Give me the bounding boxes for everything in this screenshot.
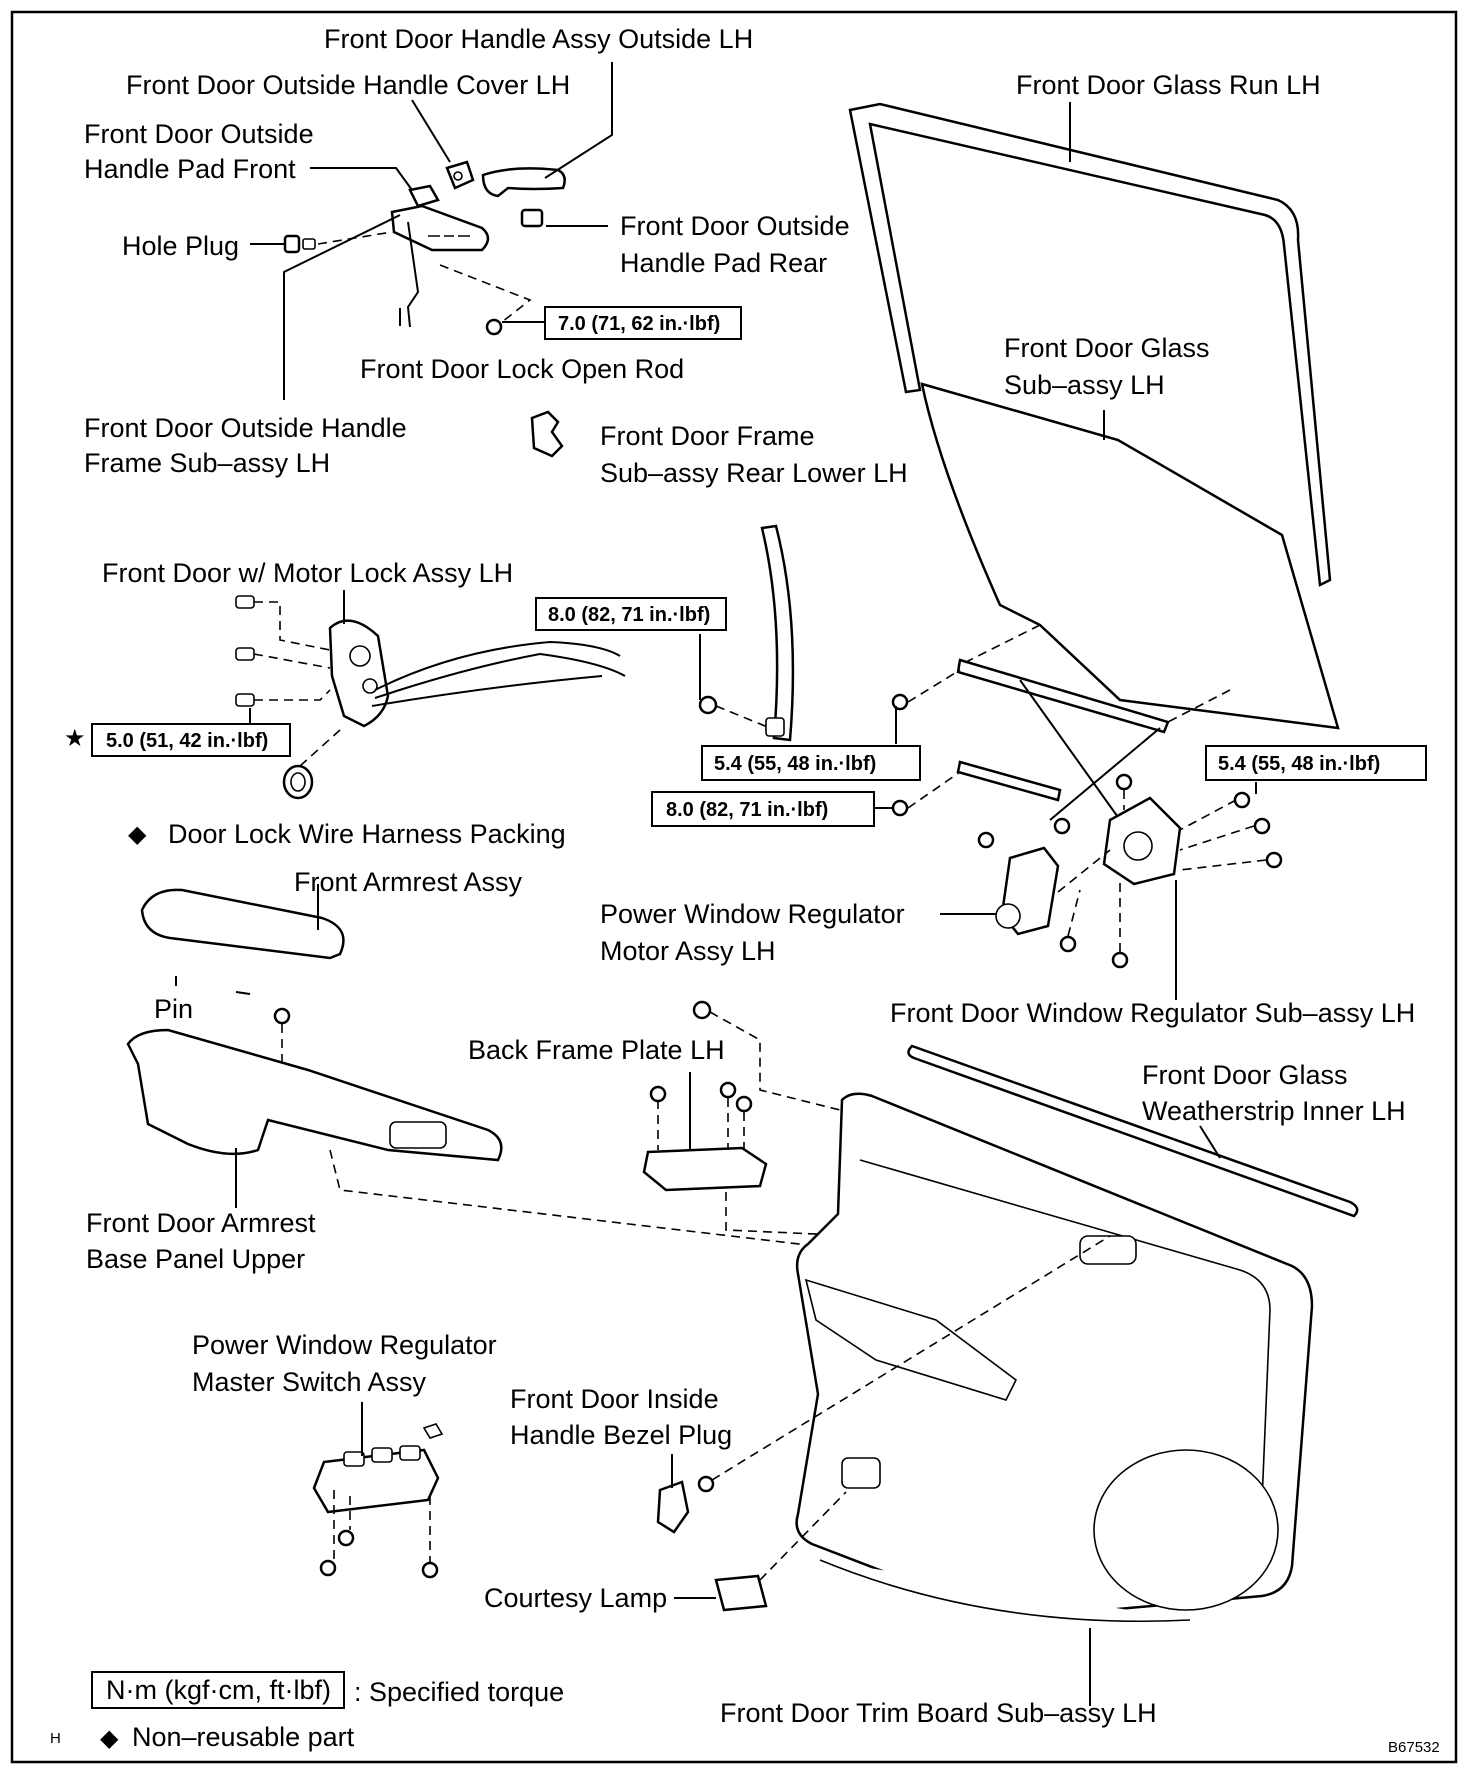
label-pad-rear-1: Front Door Outside <box>620 211 850 241</box>
outside-handle-part <box>481 167 566 198</box>
label-pw-motor-2: Motor Assy LH <box>600 936 776 966</box>
torque-box-8-0-upper: 8.0 (82, 71 in.·lbf) <box>535 597 727 631</box>
label-pad-front-1: Front Door Outside <box>84 119 314 149</box>
label-glass-2: Sub–assy LH <box>1004 370 1165 400</box>
label-regulator: Front Door Window Regulator Sub–assy LH <box>890 998 1415 1028</box>
label-master-switch-2: Master Switch Assy <box>192 1367 427 1397</box>
leader-weatherstrip <box>1199 1125 1221 1159</box>
label-bezel-plug-2: Handle Bezel Plug <box>510 1420 732 1450</box>
svg-text:8.0 (82, 71 in.·lbf): 8.0 (82, 71 in.·lbf) <box>548 604 710 626</box>
legend-corner-letter: H <box>50 1730 61 1747</box>
label-lock-rod: Front Door Lock Open Rod <box>360 354 684 384</box>
label-back-frame-plate: Back Frame Plate LH <box>468 1035 725 1065</box>
master-switch-group <box>312 1423 444 1579</box>
leader-handle-assy <box>544 62 613 179</box>
label-glass-1: Front Door Glass <box>1004 333 1210 363</box>
svg-text:8.0 (82, 71 in.·lbf): 8.0 (82, 71 in.·lbf) <box>666 799 828 821</box>
regulator-group <box>891 624 1283 969</box>
armrest-group <box>126 888 1021 1271</box>
handle-pad-front-part <box>408 184 440 208</box>
label-master-switch-1: Power Window Regulator <box>192 1330 497 1360</box>
legend-unit-desc: : Specified torque <box>354 1677 564 1707</box>
svg-text:7.0 (71, 62 in.·lbf): 7.0 (71, 62 in.·lbf) <box>558 313 720 335</box>
back-frame-plate-group <box>642 1000 951 1241</box>
label-trim-board: Front Door Trim Board Sub–assy LH <box>720 1698 1157 1728</box>
label-handle-cover: Front Door Outside Handle Cover LH <box>126 70 570 100</box>
label-bezel-plug-1: Front Door Inside <box>510 1384 719 1414</box>
torque-box-5-4-left: 5.4 (55, 48 in.·lbf) <box>701 745 921 781</box>
lock-open-rod-part <box>406 221 420 328</box>
label-armrest-base-2: Base Panel Upper <box>86 1244 305 1274</box>
label-harness-packing: Door Lock Wire Harness Packing <box>168 819 566 849</box>
glass-part <box>920 382 1340 730</box>
regulator-rail-upper <box>956 658 1170 734</box>
motor-lock-part <box>328 619 390 728</box>
weatherstrip-part <box>907 1044 1359 1218</box>
label-frame-rear-lower-2: Sub–assy Rear Lower LH <box>600 458 908 488</box>
regulator-rail-lower <box>956 760 1062 802</box>
outside-handle-group <box>283 160 566 336</box>
motor-lock-group <box>235 595 626 800</box>
label-weatherstrip-1: Front Door Glass <box>1142 1060 1348 1090</box>
courtesy-lamp-part <box>714 1574 768 1612</box>
label-handle-frame-1: Front Door Outside Handle <box>84 413 407 443</box>
figure-id: B67532 <box>1388 1739 1440 1756</box>
torque-box-7-0: 7.0 (71, 62 in.·lbf) <box>544 306 742 340</box>
rear-lower-frame-part <box>760 524 795 742</box>
torque-box-5-0: ★ 5.0 (51, 42 in.·lbf) <box>64 723 291 757</box>
label-weatherstrip-2: Weatherstrip Inner LH <box>1142 1096 1406 1126</box>
handle-pad-rear-part <box>520 208 544 228</box>
frame-bracket-part <box>530 410 564 458</box>
legend-diamond: ◆ <box>100 1724 119 1752</box>
armrest-part <box>140 888 345 960</box>
label-motor-lock: Front Door w/ Motor Lock Assy LH <box>102 558 513 588</box>
legend: N·m (kgf·cm, ft·lbf) : Specified torque … <box>50 1671 564 1752</box>
back-frame-plate-part <box>642 1146 768 1192</box>
label-courtesy-lamp: Courtesy Lamp <box>484 1583 667 1613</box>
trim-board-group <box>795 1092 1314 1623</box>
torque-box-8-0-lower: 8.0 (82, 71 in.·lbf) <box>651 791 875 827</box>
label-armrest-base-1: Front Door Armrest <box>86 1208 316 1238</box>
leader-pad-front <box>310 167 413 191</box>
label-pin: Pin <box>154 994 193 1024</box>
legend-nonreusable: Non–reusable part <box>132 1722 355 1752</box>
label-armrest: Front Armrest Assy <box>294 867 523 897</box>
torque-box-5-4-right: 5.4 (55, 48 in.·lbf) <box>1205 745 1427 781</box>
diamond-symbol-packing: ◆ <box>128 820 147 848</box>
label-pad-rear-2: Handle Pad Rear <box>620 248 827 278</box>
label-pad-front-2: Handle Pad Front <box>84 154 296 184</box>
bezel-plug-part <box>656 1480 690 1534</box>
svg-text:5.0 (51, 42 in.·lbf): 5.0 (51, 42 in.·lbf) <box>106 730 268 752</box>
glass-run-part <box>848 102 1332 587</box>
svg-text:5.4 (55, 48 in.·lbf): 5.4 (55, 48 in.·lbf) <box>1218 753 1380 775</box>
label-glass-run: Front Door Glass Run LH <box>1016 70 1321 100</box>
regulator-arm-1 <box>1019 679 1121 821</box>
legend-unit-box: N·m (kgf·cm, ft·lbf) <box>106 1675 331 1705</box>
star-symbol: ★ <box>64 724 86 752</box>
leader-handle-cover <box>411 99 451 163</box>
regulator-arm-2 <box>1049 727 1161 821</box>
svg-text:5.4 (55, 48 in.·lbf): 5.4 (55, 48 in.·lbf) <box>714 753 876 775</box>
label-pw-motor-1: Power Window Regulator <box>600 899 905 929</box>
diagram-border <box>10 10 1458 1764</box>
label-handle-assy: Front Door Handle Assy Outside LH <box>324 24 753 54</box>
label-hole-plug: Hole Plug <box>122 231 239 261</box>
label-handle-frame-2: Frame Sub–assy LH <box>84 448 330 478</box>
glass-group <box>698 102 1340 742</box>
handle-frame-part <box>390 204 490 252</box>
label-frame-rear-lower-1: Front Door Frame <box>600 421 815 451</box>
leader-handle-frame <box>283 214 401 400</box>
